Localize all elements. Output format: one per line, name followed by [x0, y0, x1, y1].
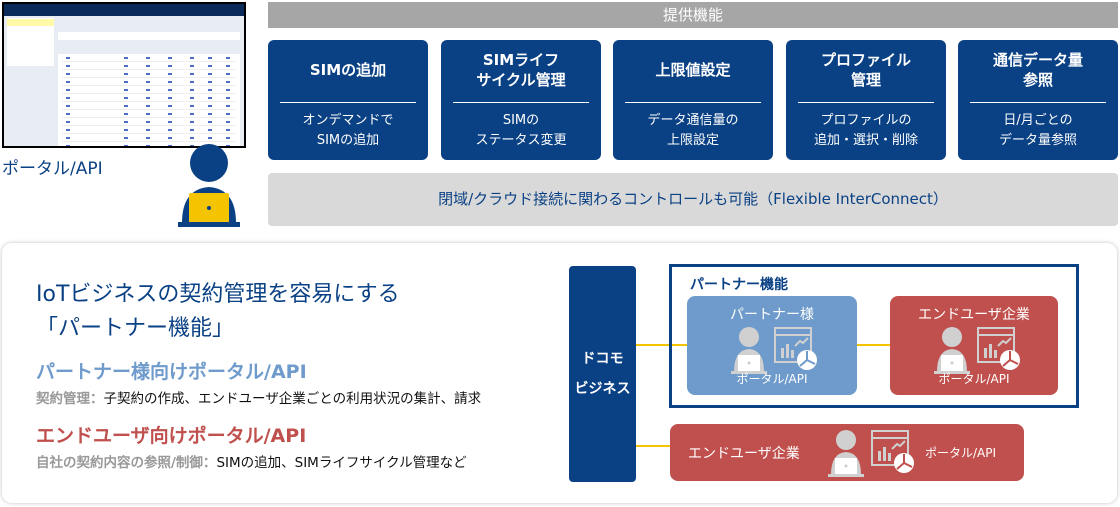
partner-box-title: パートナー様	[730, 307, 814, 323]
feature-card: SIMライフ サイクル管理 SIMの ステータス変更	[441, 40, 601, 160]
feature-card: プロファイル 管理プロファイルの 追加・選択・削除	[786, 40, 946, 160]
enduser-portal-title: エンドユーザ向けポータル/API	[36, 425, 307, 447]
dashboard-chart-icon	[871, 430, 914, 473]
user-laptop-icon	[934, 327, 970, 374]
feature-desc: プロファイルの 追加・選択・削除	[813, 113, 918, 148]
portal-table-row	[62, 126, 236, 134]
divider	[798, 102, 934, 103]
feature-card: SIMの追加オンデマンドで SIMの追加	[268, 40, 428, 160]
docomo-business-block: ドコモビジネス	[569, 266, 636, 482]
portal-table-row	[62, 118, 236, 126]
enduser-direct-title: エンドユーザ企業	[688, 446, 800, 462]
portal-table-row	[62, 54, 236, 62]
portal-table-row	[62, 70, 236, 78]
enduser-direct-box: エンドユーザ企業 ポータル/API	[670, 424, 1024, 481]
portal-table-row	[62, 94, 236, 102]
feature-desc: データ通信量の 上限設定	[647, 113, 739, 148]
portal-topbar	[4, 4, 244, 16]
partner-box-label: ポータル/API	[736, 372, 808, 386]
user-laptop-icon	[828, 430, 864, 477]
portal-icons	[826, 429, 916, 479]
portal-header-panel	[58, 32, 240, 40]
portal-sidebar	[7, 18, 54, 66]
portal-label: ポータル/API	[2, 159, 103, 179]
connector-line	[636, 344, 688, 346]
feature-title: SIMの追加	[309, 61, 387, 79]
divider	[625, 102, 761, 103]
dashboard-chart-icon	[977, 327, 1020, 370]
portal-table-row	[62, 78, 236, 86]
portal-table-row	[62, 62, 236, 70]
headline-line-2: 「パートナー機能」	[36, 316, 235, 341]
divider	[280, 102, 416, 103]
enduser-direct-label: ポータル/API	[925, 446, 997, 460]
connector-line	[636, 445, 670, 447]
portal-icons	[729, 326, 819, 376]
partner-portal-title: パートナー様向けポータル/API	[36, 361, 307, 383]
portal-table-row	[62, 102, 236, 110]
divider	[970, 102, 1106, 103]
partner-frame	[669, 264, 1079, 408]
enduser-box-title: エンドユーザ企業	[918, 307, 1030, 323]
enduser-portal-desc: 自社の契約内容の参照/制御：SIMの追加、SIMライフサイクル管理など	[36, 451, 467, 471]
feature-title: SIMライフ サイクル管理	[476, 51, 566, 89]
user-laptop-icon	[731, 327, 767, 374]
enduser-box-label: ポータル/API	[938, 372, 1010, 386]
headline-line-1: IoTビジネスの契約管理を容易にする	[36, 282, 400, 307]
partner-box: パートナー様 ポータル/API	[687, 296, 857, 395]
partner-frame-title: パートナー機能	[690, 277, 788, 293]
portal-table	[58, 54, 240, 146]
enduser-portal-text: SIMの追加、SIMライフサイクル管理など	[216, 455, 467, 471]
enduser-portal-label: 自社の契約内容の参照/制御：	[36, 455, 217, 471]
feature-card: 上限値設定データ通信量の 上限設定	[613, 40, 773, 160]
feature-desc: 日/月ごとの データ量参照	[998, 113, 1077, 148]
features-header: 提供機能	[268, 2, 1118, 28]
partner-portal-desc: 契約管理：子契約の作成、エンドユーザ企業ごとの利用状況の集計、請求	[36, 387, 481, 407]
portal-screenshot	[2, 2, 246, 148]
portal-icons	[932, 326, 1022, 376]
docomo-line-1: ドコモ	[581, 351, 624, 367]
enduser-box: エンドユーザ企業 ポータル/API	[890, 296, 1058, 395]
partner-portal-text: 子契約の作成、エンドユーザ企業ごとの利用状況の集計、請求	[103, 391, 482, 407]
divider	[453, 102, 589, 103]
feature-title: 通信データ量 参照	[992, 51, 1083, 89]
user-laptop-icon	[178, 144, 240, 227]
connector-line	[857, 344, 891, 346]
portal-table-row	[62, 134, 236, 142]
feature-title: 上限値設定	[655, 61, 731, 79]
feature-card: 通信データ量 参照日/月ごとの データ量参照	[958, 40, 1118, 160]
partner-portal-label: 契約管理：	[36, 391, 104, 407]
feature-desc: オンデマンドで SIMの追加	[302, 113, 394, 148]
feature-desc: SIMの ステータス変更	[475, 113, 567, 148]
feature-title: プロファイル 管理	[820, 51, 911, 89]
portal-table-row	[62, 110, 236, 118]
docomo-line-2: ビジネス	[574, 381, 631, 397]
portal-table-row	[62, 86, 236, 94]
control-note: 閉域/クラウド接続に関わるコントロールも可能（Flexible InterCon…	[268, 173, 1118, 226]
dashboard-chart-icon	[774, 327, 817, 370]
